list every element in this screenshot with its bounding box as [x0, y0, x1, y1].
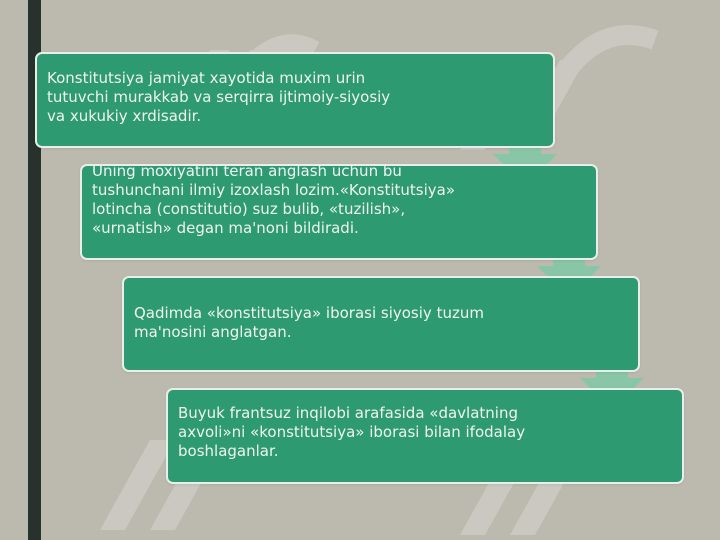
process-step-4: Buyuk frantsuz inqilobi arafasida «davla… — [166, 388, 684, 484]
process-step-3: Qadimda «konstitutsiya» iborasi siyosiy … — [122, 276, 640, 372]
process-step-1: Konstitutsiya jamiyat xayotida muxim uri… — [35, 52, 555, 148]
step-4-text: Buyuk frantsuz inqilobi arafasida «davla… — [178, 404, 526, 460]
step-2-text: Uning moxiyatini teran anglash uchun bu … — [92, 164, 456, 237]
step-1-text: Konstitutsiya jamiyat xayotida muxim uri… — [47, 69, 391, 125]
step-3-text: Qadimda «konstitutsiya» iborasi siyosiy … — [134, 304, 484, 341]
process-step-2: Uning moxiyatini teran anglash uchun bu … — [80, 164, 598, 260]
